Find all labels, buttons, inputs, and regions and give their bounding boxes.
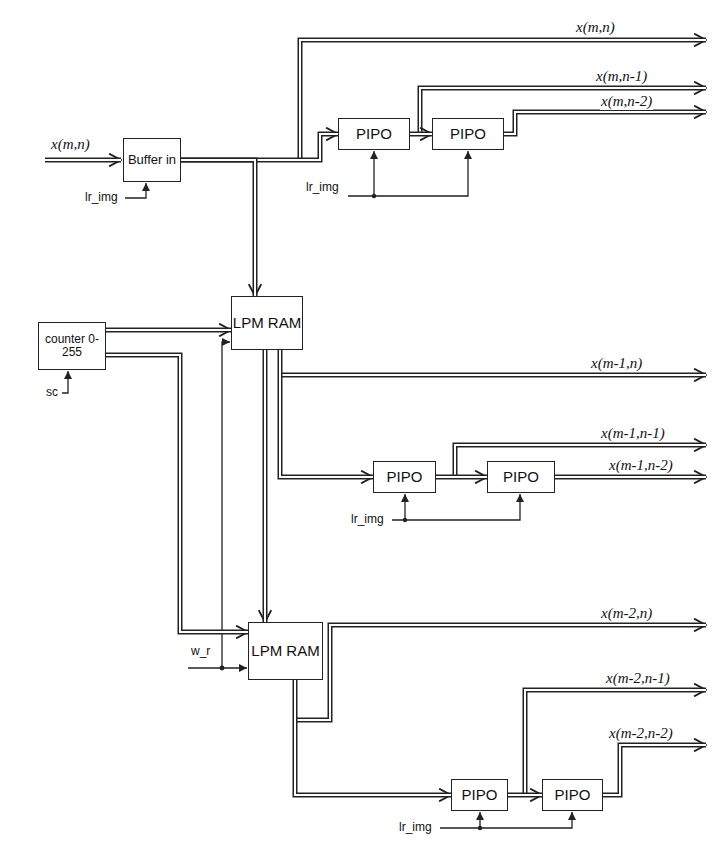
box-label: PIPO — [503, 469, 539, 486]
control-signal: w_r — [190, 645, 211, 659]
data-bus — [265, 350, 266, 622]
bus-core — [508, 794, 542, 796]
signal-name: x(m,n) — [575, 19, 616, 36]
bus-outline — [181, 134, 338, 160]
signal-name: x(m-2,n-1) — [605, 670, 671, 687]
bus-core — [106, 329, 231, 331]
control-signal: lr_img — [84, 191, 119, 205]
bus-core — [106, 355, 248, 632]
signal-name: x(m-2,n-2) — [608, 725, 674, 742]
box-label: PIPO — [450, 126, 486, 143]
bus-outline — [106, 328, 231, 333]
bus-core — [436, 476, 487, 478]
pipo-register: PIPO — [338, 118, 410, 150]
signal-name: x(m-1,n) — [590, 355, 643, 372]
bus-outline — [263, 350, 268, 622]
box-label: PIPO — [356, 126, 392, 143]
data-bus — [410, 134, 432, 135]
signal-name: x(m-1,n-1) — [600, 425, 666, 442]
signal-name: x(m-1,n-2) — [608, 457, 674, 474]
bus-outline — [508, 793, 542, 798]
bus-outline — [106, 355, 248, 632]
data-bus — [436, 477, 487, 478]
bus-outline — [280, 350, 373, 477]
bus-core — [264, 350, 266, 622]
edge-layer — [106, 134, 542, 795]
pipo-register: PIPO — [373, 461, 436, 493]
data-bus — [280, 350, 373, 477]
box-label: LPM RAM — [233, 315, 301, 332]
control-signal: lr_img — [398, 821, 433, 835]
bus-outline — [181, 160, 255, 296]
box-label: Buffer in — [128, 153, 176, 167]
bus-outline — [410, 132, 432, 137]
data-bus — [181, 134, 338, 160]
box-label: PIPO — [387, 469, 423, 486]
buffer-box: Buffer in — [123, 138, 181, 182]
pipo-register: PIPO — [451, 779, 508, 811]
output-buses — [45, 40, 706, 795]
bus-core — [181, 160, 255, 296]
pipo-register: PIPO — [432, 118, 504, 150]
box-label: counter 0-255 — [39, 333, 105, 359]
data-bus — [181, 160, 255, 296]
control-signal: sc — [45, 386, 59, 400]
signal-name: x(m,n-1) — [595, 68, 648, 85]
data-bus — [508, 795, 542, 796]
bus-core — [295, 680, 451, 795]
counter-box: counter 0-255 — [38, 322, 106, 370]
pipo-register: PIPO — [542, 779, 603, 811]
ram-block: LPM RAM — [231, 296, 303, 350]
control-wires — [62, 151, 572, 830]
pipo-register: PIPO — [487, 461, 555, 493]
data-bus — [106, 330, 231, 331]
data-bus — [106, 355, 248, 632]
signal-name: x(m,n-2) — [600, 93, 653, 110]
control-signal: lr_img — [305, 181, 340, 195]
bus-outline — [436, 475, 487, 480]
control-signal: lr_img — [350, 513, 385, 527]
signal-name: x(m,n) — [50, 136, 91, 153]
bus-core — [181, 134, 338, 160]
bus-core — [280, 350, 373, 477]
box-label: PIPO — [462, 787, 498, 804]
signal-name: x(m-2,n) — [600, 605, 653, 622]
box-label: PIPO — [555, 787, 591, 804]
box-label: LPM RAM — [251, 643, 319, 660]
data-bus — [295, 680, 451, 795]
bus-outline — [295, 680, 451, 795]
bus-core — [410, 133, 432, 135]
ram-block: LPM RAM — [248, 622, 323, 680]
